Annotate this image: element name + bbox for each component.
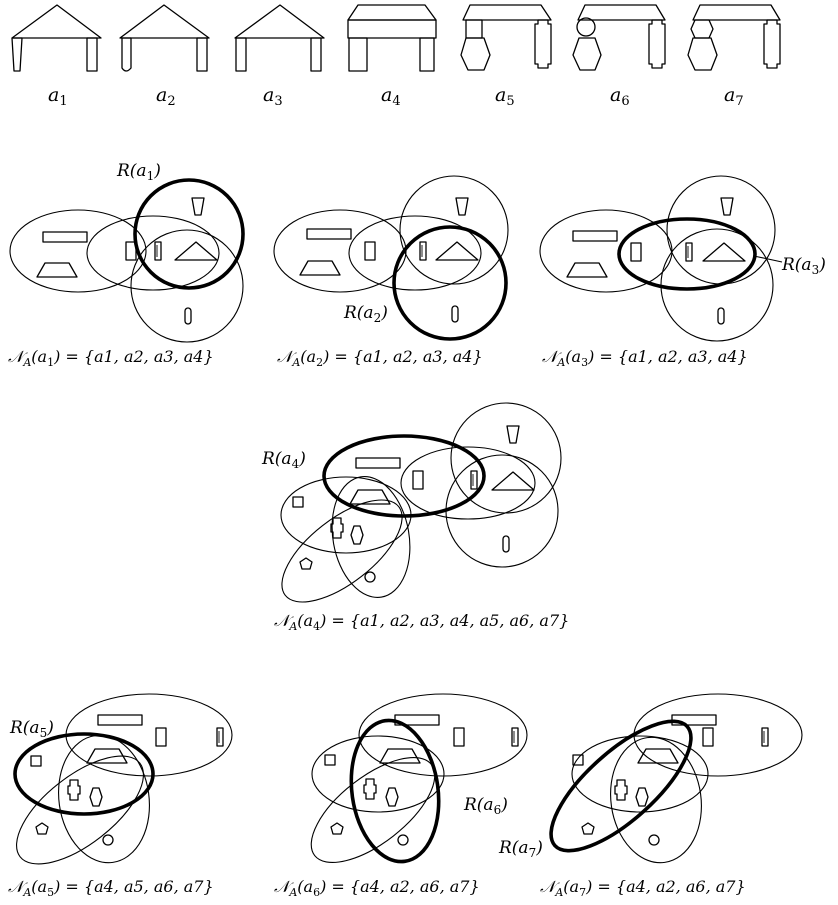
region-highlight bbox=[13, 732, 155, 816]
shape-label-a1: a1 bbox=[48, 84, 68, 109]
region-ellipse-left bbox=[9, 209, 147, 293]
panel-a4 bbox=[280, 402, 562, 603]
shape-a7 bbox=[687, 4, 781, 71]
region-highlight bbox=[392, 225, 508, 341]
panel-a1 bbox=[9, 178, 245, 343]
shape-label-a7: a7 bbox=[724, 84, 744, 109]
neighborhood-a3: 𝒩A(a3) = {a1, a2, a3, a4} bbox=[542, 347, 748, 369]
neighborhood-a4: 𝒩A(a4) = {a1, a2, a3, a4, a5, a6, a7} bbox=[274, 611, 569, 633]
region-highlight bbox=[133, 178, 245, 290]
shape-a4 bbox=[347, 4, 437, 72]
panel-a3 bbox=[539, 175, 783, 342]
neighborhood-a6: 𝒩A(a6) = {a4, a2, a6, a7} bbox=[274, 877, 480, 899]
shape-a1 bbox=[11, 4, 102, 72]
region-label-a1: R(a1) bbox=[116, 161, 161, 183]
region-ellipse-middle bbox=[86, 215, 220, 291]
panel-a7 bbox=[549, 693, 803, 864]
shape-a5 bbox=[460, 4, 552, 71]
panel-a6 bbox=[310, 693, 528, 864]
neighborhood-a1: 𝒩A(a1) = {a1, a2, a3, a4} bbox=[8, 347, 214, 369]
region-label-a5: R(a5) bbox=[9, 718, 54, 740]
region-label-a6: R(a6) bbox=[463, 795, 508, 817]
panel-a2 bbox=[273, 175, 509, 341]
region-label-a7: R(a7) bbox=[498, 838, 543, 860]
shape-a2 bbox=[119, 4, 210, 72]
shape-label-a3: a3 bbox=[263, 84, 283, 109]
neighborhood-a5: 𝒩A(a5) = {a4, a5, a6, a7} bbox=[8, 877, 214, 899]
shape-label-a5: a5 bbox=[495, 84, 515, 109]
region-label-a2: R(a2) bbox=[343, 303, 388, 325]
shape-label-a6: a6 bbox=[610, 84, 630, 109]
region-highlight bbox=[349, 718, 441, 864]
shape-a3 bbox=[234, 4, 325, 72]
region-label-a3: R(a3) bbox=[781, 255, 826, 277]
region-circle-lower bbox=[130, 229, 244, 343]
region-highlight bbox=[549, 719, 693, 853]
shape-label-a2: a2 bbox=[156, 84, 176, 109]
region-label-a4: R(a4) bbox=[261, 449, 306, 471]
neighborhood-a7: 𝒩A(a7) = {a4, a2, a6, a7} bbox=[540, 877, 746, 899]
shape-label-a4: a4 bbox=[381, 84, 401, 109]
shape-a6 bbox=[572, 4, 666, 71]
panel-a5 bbox=[13, 693, 233, 865]
neighborhood-a2: 𝒩A(a2) = {a1, a2, a3, a4} bbox=[277, 347, 483, 369]
region-highlight bbox=[322, 434, 486, 518]
region-highlight bbox=[617, 217, 757, 291]
